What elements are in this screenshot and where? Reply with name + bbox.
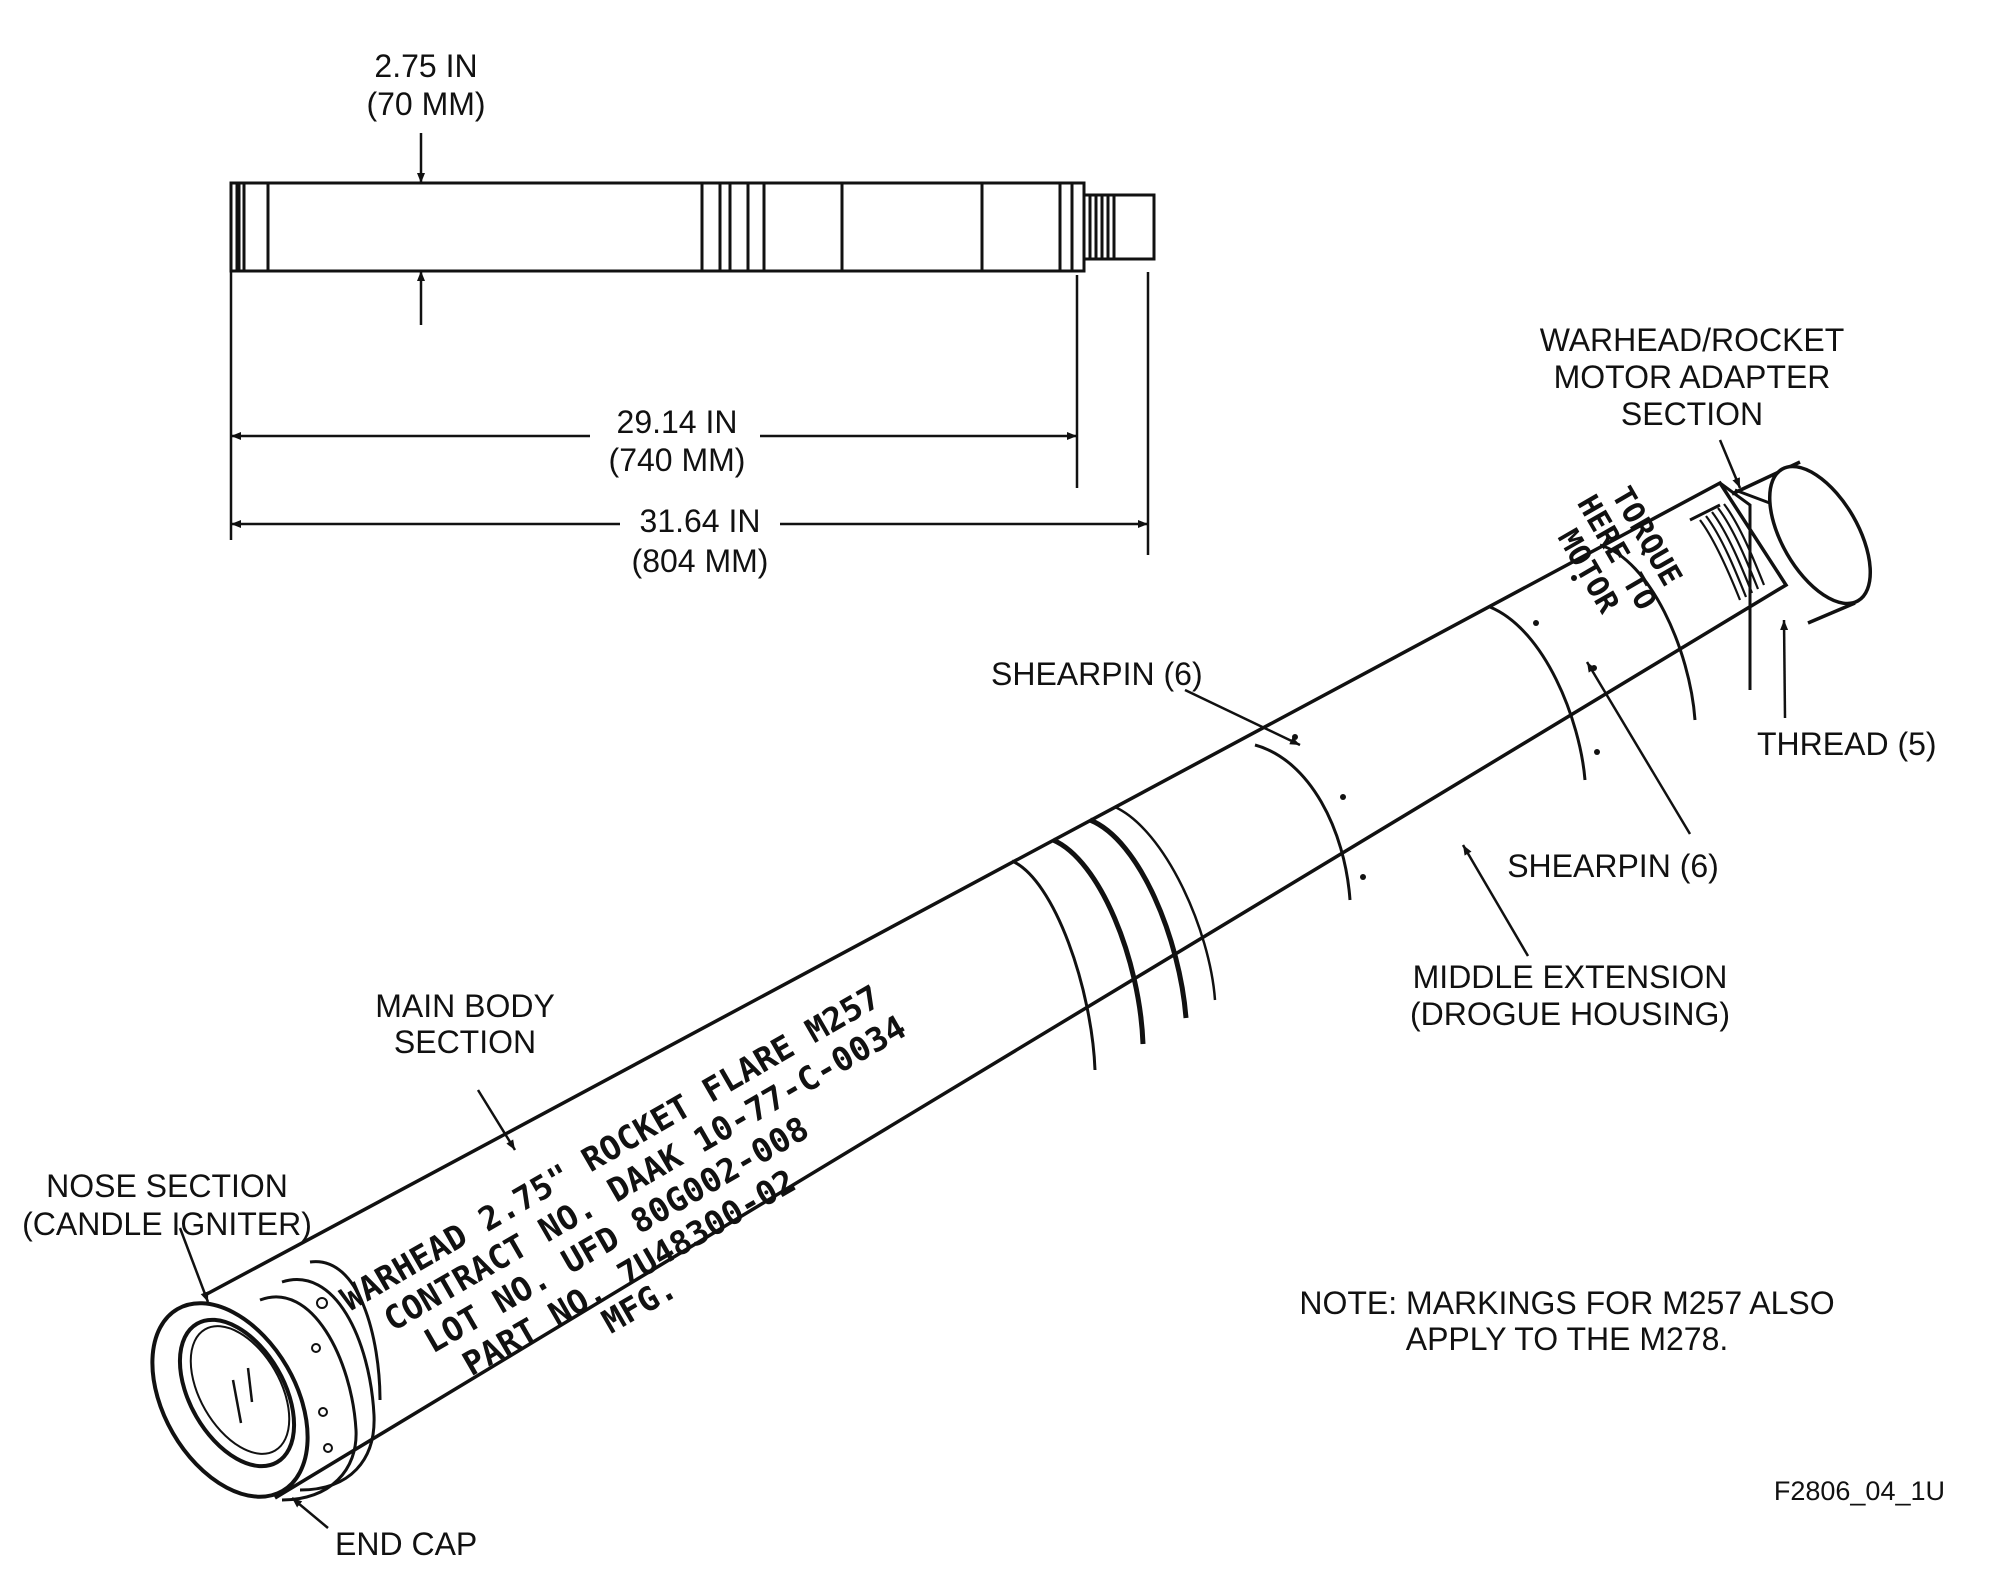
body-length-inches: 29.14 IN <box>617 404 738 440</box>
shearpin-upper-label: SHEARPIN (6) <box>991 656 1203 692</box>
main-body-label-line-2: SECTION <box>394 1024 536 1060</box>
side-view <box>229 181 1156 273</box>
main-body-label-line-1: MAIN BODY <box>375 988 555 1024</box>
adapter-label-line-3: SECTION <box>1621 396 1763 432</box>
motor-adapter-end-face <box>1767 464 1873 606</box>
middle-extension-label-line-2: (DROGUE HOUSING) <box>1410 996 1730 1032</box>
extension-lines <box>229 271 1150 555</box>
diameter-mm: (70 MM) <box>366 86 485 122</box>
leader-lines <box>178 439 1789 1529</box>
cylinder-body-outline <box>204 480 1789 1500</box>
middle-extension-label-line-1: MIDDLE EXTENSION <box>1413 959 1728 995</box>
note-line-1: NOTE: MARKINGS FOR M257 ALSO <box>1299 1285 1834 1321</box>
adapter-label-line-2: MOTOR ADAPTER <box>1554 359 1831 395</box>
thread-label: THREAD (5) <box>1757 726 1937 762</box>
overall-length-inches: 31.64 IN <box>640 503 761 539</box>
overall-length-mm: (804 MM) <box>632 543 769 579</box>
figure-id: F2806_04_1U <box>1774 1476 1945 1506</box>
end-cap-label: END CAP <box>335 1526 477 1562</box>
adapter-label-line-1: WARHEAD/ROCKET <box>1540 322 1845 358</box>
note-line-2: APPLY TO THE M278. <box>1406 1321 1729 1357</box>
shearpin-lower-label: SHEARPIN (6) <box>1507 848 1719 884</box>
nose-label-line-2: (CANDLE IGNITER) <box>22 1206 312 1242</box>
nose-label-line-1: NOSE SECTION <box>46 1168 288 1204</box>
body-length-mm: (740 MM) <box>609 442 746 478</box>
diameter-inches: 2.75 IN <box>374 48 477 84</box>
isometric-view <box>150 460 1873 1502</box>
